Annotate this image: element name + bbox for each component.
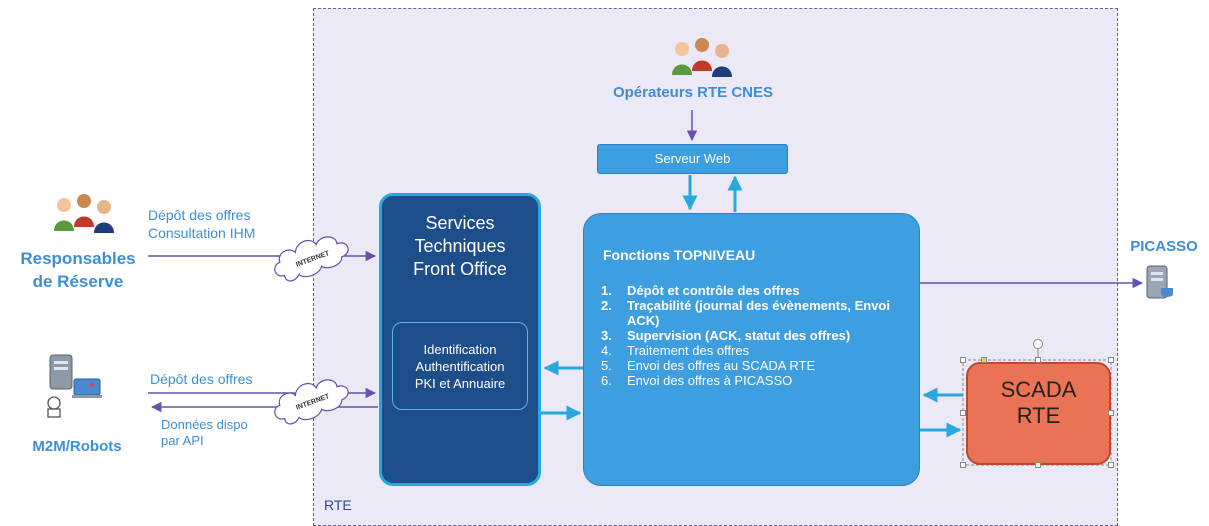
top-niveau-title: Fonctions TOPNIVEAU [603,247,756,263]
scada-line2: RTE [1016,403,1061,428]
scada-line1: SCADA [1000,377,1077,402]
list-item: 5.Envoi des offres au SCADA RTE [601,358,816,373]
m2m-server-robot-icon [47,354,102,418]
front-office-title: Services Techniques Front Office [382,212,538,281]
list-item: 2.Traçabilité (journal des évènements, E… [601,298,890,328]
picasso-server-icon [1146,265,1173,299]
top-niveau-box: Fonctions TOPNIVEAU 1.Dépôt et contrôle … [583,213,920,486]
m2m-label: M2M/Robots [32,438,122,455]
resize-handle[interactable] [1108,357,1114,363]
operators-label: Opérateurs RTE CNES [612,84,774,101]
flow-label-resp-1: Dépôt des offres [148,207,251,223]
responsables-label-line2: de Réserve [32,272,124,291]
front-office-title-line: Front Office [413,259,507,279]
identification-line: Identification [423,341,497,357]
flow-label-m2m-in: Dépôt des offres [150,371,253,387]
scada-rte-box[interactable]: SCADA RTE [966,362,1111,465]
internet-cloud-icon: INTERNET [274,236,349,282]
front-office-title-line: Techniques [414,236,506,256]
flow-label-m2m-out-2: par API [161,433,204,448]
responsables-people-icon [54,194,114,233]
resize-handle[interactable] [1108,410,1114,416]
flow-label-resp-2: Consultation IHM [148,225,256,241]
resize-handle[interactable] [960,410,966,416]
resize-handle[interactable] [1035,357,1041,363]
adjust-handle[interactable] [981,357,987,363]
serveur-web-box: Serveur Web [597,144,788,174]
operators-people-icon [672,38,732,77]
picasso-label: PICASSO [1130,238,1198,255]
list-item: 4.Traitement des offres [601,343,750,358]
resize-handle[interactable] [960,357,966,363]
list-item: 3.Supervision (ACK, statut des offres) [601,328,851,343]
resize-handle[interactable] [960,462,966,468]
rte-zone-label: RTE [324,497,352,513]
front-office-title-line: Services [425,213,495,233]
top-niveau-list: 1.Dépôt et contrôle des offres 2.Traçabi… [601,283,901,388]
identification-line: Authentification [415,358,505,374]
identification-box: Identification Authentification PKI et A… [392,322,528,410]
flow-label-m2m-out-1: Données dispo [161,417,248,432]
rotate-handle-icon [1033,339,1043,349]
front-office-box: Services Techniques Front Office Identif… [379,193,541,486]
internet-cloud-icon: INTERNET [274,379,349,425]
list-item: 6.Envoi des offres à PICASSO [601,373,793,388]
identification-line: PKI et Annuaire [414,375,506,391]
list-item: 1.Dépôt et contrôle des offres [601,283,800,298]
resize-handle[interactable] [1108,462,1114,468]
responsables-label-line1: Responsables [20,249,136,268]
resize-handle[interactable] [1035,462,1041,468]
